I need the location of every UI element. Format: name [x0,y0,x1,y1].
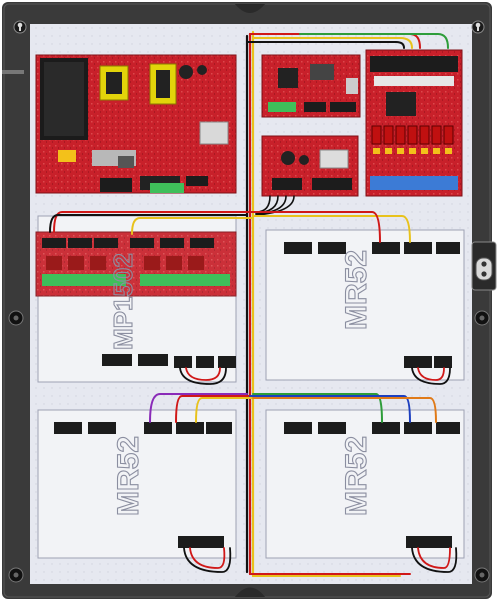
keyhole-icon [13,20,27,34]
mr52-upper-right-module: MR52 [265,229,465,381]
power-distribution-board [261,135,359,197]
relay-board [365,49,463,197]
mr52-label: MR52 [340,436,373,516]
side-hinge [2,70,24,74]
mounting-hole-icons [8,20,490,583]
mr52-label: MR52 [112,436,145,516]
wiring-harness [49,30,458,578]
mr52-lower-right-module: MR52 [265,409,465,559]
mp1502-module: MP1502 [35,215,237,383]
controller-board [261,54,361,118]
door-latch-icon [471,241,497,291]
mr52-label: MR52 [340,250,373,330]
mp1502-label: MP1502 [108,253,138,350]
mr52-lower-left-module: MR52 [37,409,237,559]
keyhole-icon [471,20,485,34]
power-supply-board [35,54,237,194]
